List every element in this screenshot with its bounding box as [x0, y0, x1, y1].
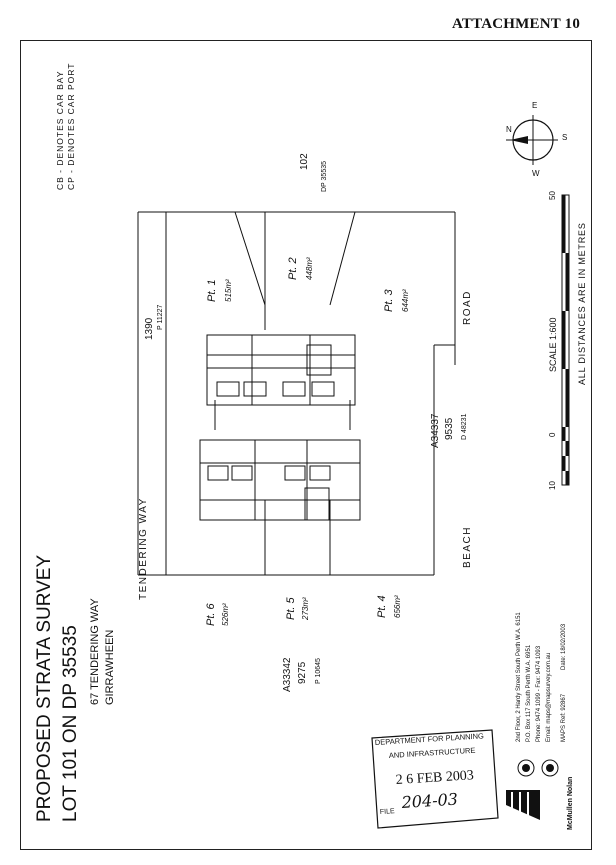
compass-s: S — [562, 133, 567, 142]
scale-note: ALL DISTANCES ARE IN METRES — [577, 222, 587, 385]
company-logo-icon — [506, 790, 540, 820]
compass-e: E — [532, 101, 537, 110]
adj-bottom-plan: P 10645 — [315, 658, 322, 684]
north-arrow-icon: N S E W — [506, 101, 567, 178]
lot-labels: Pt. 1 515m² Pt. 2 448m² Pt. 3 644m² Pt. … — [205, 257, 410, 626]
scale-bar: 50 0 10 SCALE 1:600 ALL DISTANCES ARE IN… — [548, 191, 587, 490]
title-line-4: GIRRAWHEEN — [104, 630, 116, 705]
legend: CB - DENOTES CAR BAY CP - DENOTES CAR PO… — [55, 63, 76, 190]
stamp-date: 2 6 FEB 2003 — [395, 768, 474, 788]
building-block-upper — [206, 334, 356, 406]
department-stamp: DEPARTMENT FOR PLANNING AND INFRASTRUCTU… — [371, 729, 499, 829]
company-logo-name: McMullen Nolan — [567, 777, 574, 830]
lot-pt2-label: Pt. 2 — [287, 257, 299, 280]
adj-bottom-lot: A33342 — [282, 657, 293, 692]
lot-pt6-label: Pt. 6 — [205, 602, 217, 626]
lot-pt3-label: Pt. 3 — [383, 288, 395, 312]
stamp-file-label: FILE — [380, 808, 396, 816]
lot-boundaries — [137, 211, 456, 576]
title-line-3: 67 TENDERING WAY — [89, 598, 101, 705]
scale-text: SCALE 1:600 — [548, 317, 558, 372]
stamp-file-number: 204-03 — [400, 790, 458, 812]
company-block: 2nd Floor, 2 Hardy Street South Perth W.… — [506, 612, 574, 830]
compass-n: N — [506, 125, 512, 134]
adjacent-lots: 1390 P 11227 102 DP 35535 A33342 9275 P … — [138, 153, 473, 692]
lot-pt4-area: 656m² — [393, 595, 402, 618]
building-block-lower — [199, 439, 361, 521]
adj-road-plan: D 48231 — [461, 413, 468, 440]
title-block: PROPOSED STRATA SURVEY LOT 101 ON DP 355… — [34, 555, 116, 822]
lot-pt1-area: 515m² — [224, 279, 233, 302]
company-line-2: P.O. Box 117 South Perth W.A. 6951 — [526, 644, 532, 742]
adj-right-plan: DP 35535 — [321, 161, 328, 192]
lot-pt6-area: 526m² — [221, 603, 230, 626]
company-line-3: Phone: 9474 1099 - Fax: 9474 1093 — [536, 645, 542, 742]
accreditation-seal-icon — [517, 759, 559, 777]
scale-tick-0: 0 — [548, 432, 557, 437]
lot-pt4-label: Pt. 4 — [376, 595, 388, 618]
adj-road-num: 9535 — [444, 417, 455, 440]
adj-top-lot: 1390 — [144, 317, 155, 340]
lot-pt5-area: 273m² — [301, 597, 310, 621]
company-maps-ref: MAPS Ref: 92867 — [561, 693, 567, 742]
stamp-line-2: AND INFRASTRUCTURE — [389, 746, 476, 760]
stamp-line-1: DEPARTMENT FOR PLANNING — [375, 731, 485, 747]
road-beach: BEACH — [462, 526, 473, 568]
lot-pt2-area: 448m² — [305, 257, 314, 280]
lot-pt3-area: 644m² — [401, 289, 410, 312]
lot-pt1-label: Pt. 1 — [206, 279, 218, 302]
company-date: Date: 18/02/2003 — [561, 623, 567, 670]
adj-right-lot: 102 — [299, 153, 310, 170]
legend-cb: CB - DENOTES CAR BAY — [55, 71, 65, 191]
title-line-1: PROPOSED STRATA SURVEY — [34, 555, 55, 822]
legend-cp: CP - DENOTES CAR PORT — [66, 63, 76, 190]
lot-pt5-label: Pt. 5 — [285, 596, 297, 620]
adj-bottom-num: 9275 — [297, 661, 308, 684]
drawing-border — [20, 40, 592, 850]
company-line-1: 2nd Floor, 2 Hardy Street South Perth W.… — [516, 612, 522, 742]
road-road: ROAD — [462, 290, 473, 325]
adj-top-plan: P 11227 — [157, 304, 164, 330]
scale-tick-50: 50 — [548, 191, 557, 200]
title-line-2: LOT 101 ON DP 35535 — [60, 625, 81, 822]
road-tendering-way: TENDERING WAY — [138, 497, 149, 600]
company-line-4: Email: maps@mapsurvey.com.au — [546, 653, 552, 742]
scale-tick-10: 10 — [548, 481, 557, 490]
attachment-label: ATTACHMENT 10 — [452, 16, 581, 32]
compass-w: W — [532, 169, 540, 178]
adj-road-lot: A34337 — [430, 413, 441, 448]
